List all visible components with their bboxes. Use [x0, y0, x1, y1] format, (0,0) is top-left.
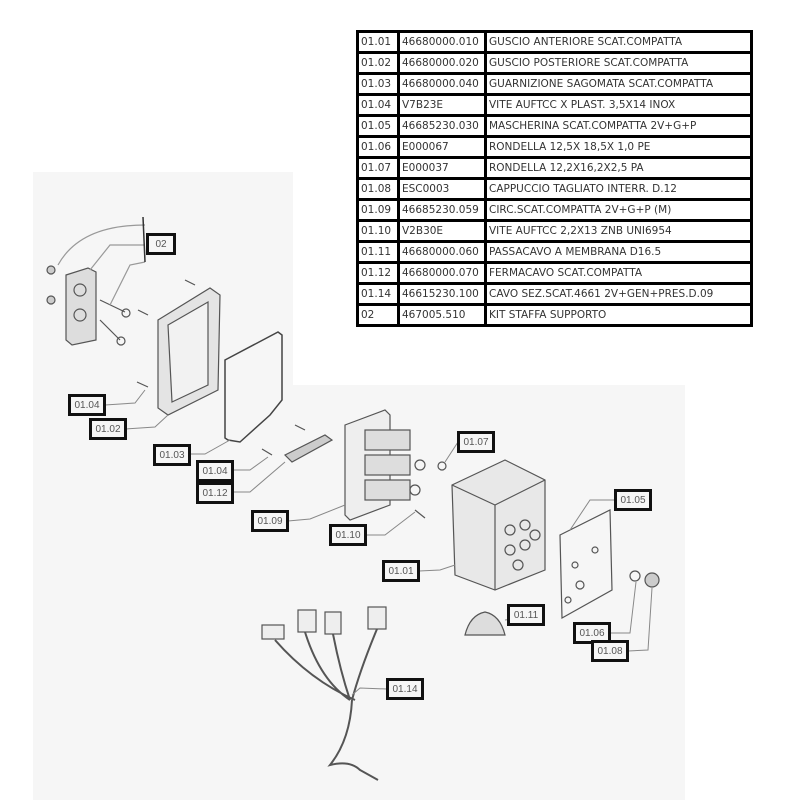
position-cell: 02: [359, 306, 397, 324]
callout-01-02: 01.02: [89, 418, 127, 440]
mask-plate: [559, 509, 613, 620]
code-cell: 46680000.060: [400, 243, 484, 261]
cable-harness: [261, 606, 387, 781]
position-cell: 01.11: [359, 243, 397, 261]
gasket: [224, 331, 283, 443]
code-cell: V2B30E: [400, 222, 484, 240]
position-cell: 01.12: [359, 264, 397, 282]
description-cell: VITE AUFTCC X PLAST. 3,5X14 INOX: [487, 96, 750, 114]
leader-lines: [104, 389, 653, 696]
callout-01-03: 01.03: [153, 444, 191, 466]
position-cell: 01.01: [359, 33, 397, 51]
position-cell: 01.14: [359, 285, 397, 303]
position-cell: 01.06: [359, 138, 397, 156]
code-cell: V7B23E: [400, 96, 484, 114]
callout-01-10: 01.10: [329, 524, 367, 546]
description-cell: CAVO SEZ.SCAT.4661 2V+GEN+PRES.D.09: [487, 285, 750, 303]
description-cell: RONDELLA 12,2X16,2X2,5 PA: [487, 159, 750, 177]
cap-0108: [644, 572, 660, 588]
front-shell: [451, 459, 546, 591]
callout-01-08: 01.08: [591, 640, 629, 662]
callout-01-07: 01.07: [457, 431, 495, 453]
callout-01-01: 01.01: [382, 560, 420, 582]
position-cell: 01.02: [359, 54, 397, 72]
position-cell: 01.08: [359, 180, 397, 198]
description-cell: GUARNIZIONE SAGOMATA SCAT.COMPATTA: [487, 75, 750, 93]
position-cell: 01.04: [359, 96, 397, 114]
grommet: [464, 611, 506, 636]
description-cell: KIT STAFFA SUPPORTO: [487, 306, 750, 324]
description-cell: GUSCIO POSTERIORE SCAT.COMPATTA: [487, 54, 750, 72]
washer-0107: [437, 461, 447, 471]
callout-01-04: 01.04: [196, 460, 234, 482]
callout-02: 02: [146, 233, 176, 255]
callout-01-04: 01.04: [68, 394, 106, 416]
description-cell: GUSCIO ANTERIORE SCAT.COMPATTA: [487, 33, 750, 51]
description-cell: RONDELLA 12,5X 18,5X 1,0 PE: [487, 138, 750, 156]
description-cell: MASCHERINA SCAT.COMPATTA 2V+G+P: [487, 117, 750, 135]
code-cell: ESC0003: [400, 180, 484, 198]
description-cell: VITE AUFTCC 2,2X13 ZNB UNI6954: [487, 222, 750, 240]
callout-01-09: 01.09: [251, 510, 289, 532]
callout-01-11: 01.11: [507, 604, 545, 626]
code-cell: 46685230.030: [400, 117, 484, 135]
position-cell: 01.09: [359, 201, 397, 219]
code-cell: 46615230.100: [400, 285, 484, 303]
circuit-board: [344, 409, 426, 521]
position-cell: 01.07: [359, 159, 397, 177]
washer-0106: [629, 570, 641, 582]
code-cell: E000037: [400, 159, 484, 177]
code-cell: 46680000.020: [400, 54, 484, 72]
code-cell: 467005.510: [400, 306, 484, 324]
description-cell: CAPPUCCIO TAGLIATO INTERR. D.12: [487, 180, 750, 198]
code-cell: 46685230.059: [400, 201, 484, 219]
callout-01-12: 01.12: [196, 482, 234, 504]
description-cell: CIRC.SCAT.COMPATTA 2V+G+P (M): [487, 201, 750, 219]
cable-clamp: [261, 424, 334, 463]
support-bracket: [46, 216, 146, 346]
callout-01-14: 01.14: [386, 678, 424, 700]
description-cell: FERMACAVO SCAT.COMPATTA: [487, 264, 750, 282]
code-cell: 46680000.010: [400, 33, 484, 51]
code-cell: 46680000.070: [400, 264, 484, 282]
code-cell: E000067: [400, 138, 484, 156]
back-shell: [136, 279, 221, 416]
position-cell: 01.03: [359, 75, 397, 93]
callout-01-05: 01.05: [614, 489, 652, 511]
position-cell: 01.05: [359, 117, 397, 135]
position-cell: 01.10: [359, 222, 397, 240]
code-cell: 46680000.040: [400, 75, 484, 93]
description-cell: PASSACAVO A MEMBRANA D16.5: [487, 243, 750, 261]
